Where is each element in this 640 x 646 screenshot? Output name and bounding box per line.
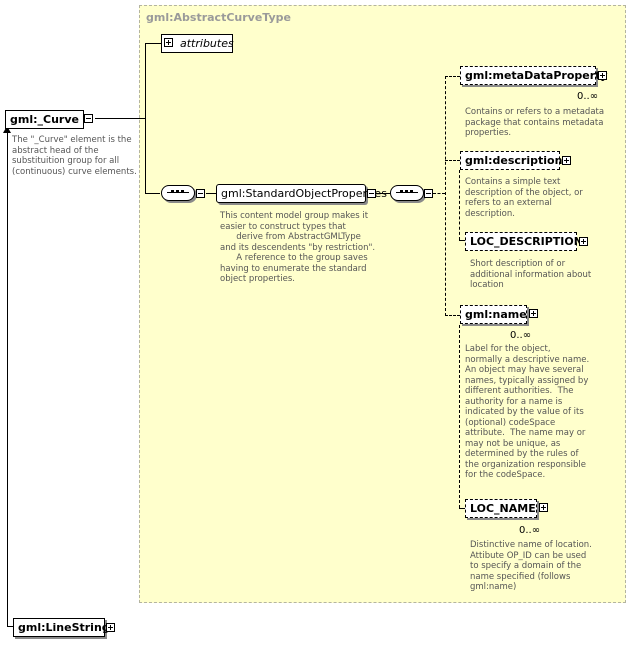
expand-icon[interactable] — [539, 503, 548, 512]
expand-icon[interactable] — [164, 38, 173, 47]
connector — [445, 315, 460, 316]
description-element[interactable]: gml:description — [460, 151, 563, 170]
cardinality: 0..∞ — [519, 525, 541, 536]
connector — [445, 160, 460, 161]
connector — [459, 508, 465, 509]
metadataproperty-label: gml:metaDataProperty — [465, 69, 608, 82]
sequence-compositor[interactable] — [390, 185, 424, 201]
group-label: gml:StandardObjectProperties — [221, 187, 387, 200]
type-title: gml:AbstractCurveType — [146, 11, 291, 24]
cardinality: 0..∞ — [510, 330, 532, 341]
attributes-label: attributes — [180, 37, 234, 50]
substitution-line — [7, 132, 8, 626]
attributes-box[interactable]: attributes — [161, 34, 234, 53]
connector — [95, 118, 145, 119]
collapse-icon[interactable] — [367, 189, 376, 198]
arrow-icon — [3, 126, 11, 133]
linestring-element[interactable]: gml:LineString — [13, 618, 110, 637]
expand-icon[interactable] — [598, 71, 607, 80]
cardinality: 0..∞ — [577, 91, 599, 102]
group-box[interactable]: gml:StandardObjectProperties — [216, 184, 387, 203]
gml-name-doc: Label for the object, normally a descrip… — [465, 344, 590, 480]
expand-icon[interactable] — [562, 156, 571, 165]
curve-doc: The "_Curve" element is the abstract hea… — [12, 135, 137, 177]
curve-element[interactable]: gml:_Curve — [5, 110, 84, 129]
connector — [459, 325, 460, 508]
collapse-icon[interactable] — [196, 189, 205, 198]
description-label: gml:description — [465, 154, 563, 167]
connector — [433, 193, 445, 194]
collapse-icon[interactable] — [84, 114, 93, 123]
loc-description-doc: Short description of or additional infor… — [470, 259, 592, 290]
group-doc: This content model group makes it easier… — [220, 211, 376, 284]
collapse-icon[interactable] — [424, 189, 433, 198]
connector — [145, 43, 161, 44]
connector — [376, 193, 390, 194]
loc-name-label: LOC_NAME — [470, 502, 536, 515]
connector — [145, 193, 160, 194]
loc-name-element[interactable]: LOC_NAME — [465, 499, 537, 518]
loc-name-doc: Distinctive name of location. Attibute O… — [470, 540, 592, 592]
linestring-label: gml:LineString — [18, 621, 110, 634]
abstract-curve-type-box — [139, 5, 626, 603]
connector — [459, 240, 465, 241]
expand-icon[interactable] — [579, 237, 588, 246]
connector — [445, 76, 460, 77]
gml-name-element[interactable]: gml:name — [460, 305, 527, 324]
expand-icon[interactable] — [106, 623, 115, 632]
curve-label: gml:_Curve — [10, 113, 79, 126]
connector — [459, 170, 460, 240]
connector — [445, 76, 446, 316]
description-doc: Contains a simple text description of th… — [465, 177, 583, 219]
connector — [206, 193, 216, 194]
substitution-line — [7, 626, 13, 627]
loc-description-label: LOC_DESCRIPTION — [470, 235, 583, 248]
metadataproperty-doc: Contains or refers to a metadata package… — [465, 107, 605, 138]
metadataproperty-element[interactable]: gml:metaDataProperty — [460, 66, 608, 85]
loc-description-element[interactable]: LOC_DESCRIPTION — [465, 232, 583, 251]
connector — [145, 43, 146, 194]
sequence-compositor[interactable] — [161, 185, 195, 201]
gml-name-label: gml:name — [465, 308, 527, 321]
expand-icon[interactable] — [529, 309, 538, 318]
